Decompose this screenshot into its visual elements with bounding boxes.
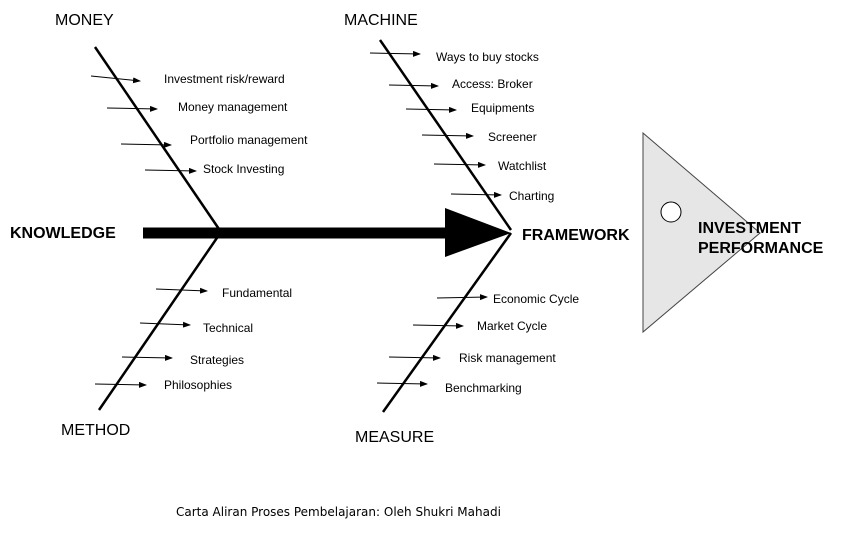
method-item-arrow — [94, 381, 147, 388]
money-item-arrow — [106, 105, 158, 112]
outcome-head-shape — [642, 131, 761, 334]
machine-item-arrow — [450, 191, 502, 198]
measure-item: Economic Cycle — [493, 292, 579, 306]
machine-item: Ways to buy stocks — [436, 50, 539, 64]
machine-item-arrow — [388, 82, 439, 89]
head-label-line2: PERFORMANCE — [698, 240, 824, 257]
machine-item-arrow — [369, 50, 421, 57]
method-item: Strategies — [190, 353, 244, 367]
head-label-line1: INVESTMENT — [698, 220, 801, 237]
measure-item: Benchmarking — [445, 381, 522, 395]
spine-mid-label: FRAMEWORK — [522, 227, 630, 244]
category-money: MONEY — [55, 12, 114, 29]
measure-item-arrow — [388, 354, 441, 361]
machine-item-arrow — [433, 161, 486, 168]
measure-item: Risk management — [459, 351, 556, 365]
category-machine: MACHINE — [344, 12, 418, 29]
machine-item: Equipments — [471, 101, 534, 115]
method-item-arrow — [139, 321, 191, 328]
machine-item-arrow — [405, 106, 457, 113]
method-item-arrow — [155, 287, 208, 294]
spine-arrow-head — [445, 208, 511, 257]
category-method: METHOD — [61, 422, 130, 439]
spine-start-label: KNOWLEDGE — [10, 225, 116, 242]
machine-item: Screener — [488, 130, 537, 144]
money-bone — [93, 46, 223, 233]
method-item: Technical — [203, 321, 253, 335]
money-item-arrow — [120, 141, 172, 148]
method-item: Philosophies — [164, 378, 232, 392]
diagram-caption: Carta Aliran Proses Pembelajaran: Oleh S… — [176, 505, 501, 519]
method-item: Fundamental — [222, 286, 292, 300]
machine-item: Access: Broker — [452, 77, 533, 91]
method-item-arrow — [121, 354, 173, 361]
measure-item-arrow — [412, 322, 464, 329]
measure-item-arrow — [436, 294, 488, 301]
money-item-arrow — [144, 167, 197, 174]
money-item: Stock Investing — [203, 162, 284, 176]
machine-item-arrow — [421, 132, 474, 139]
measure-item-arrow — [376, 380, 428, 387]
category-measure: MEASURE — [355, 429, 434, 446]
money-item-arrow — [90, 75, 141, 84]
machine-item: Watchlist — [498, 159, 547, 173]
money-item: Investment risk/reward — [164, 72, 285, 86]
measure-bone — [381, 232, 513, 413]
head-eye-icon — [660, 201, 682, 223]
method-bone — [97, 231, 223, 411]
measure-item: Market Cycle — [477, 319, 547, 333]
money-item: Money management — [178, 100, 288, 114]
money-item: Portfolio management — [190, 133, 308, 147]
machine-item: Charting — [509, 189, 554, 203]
